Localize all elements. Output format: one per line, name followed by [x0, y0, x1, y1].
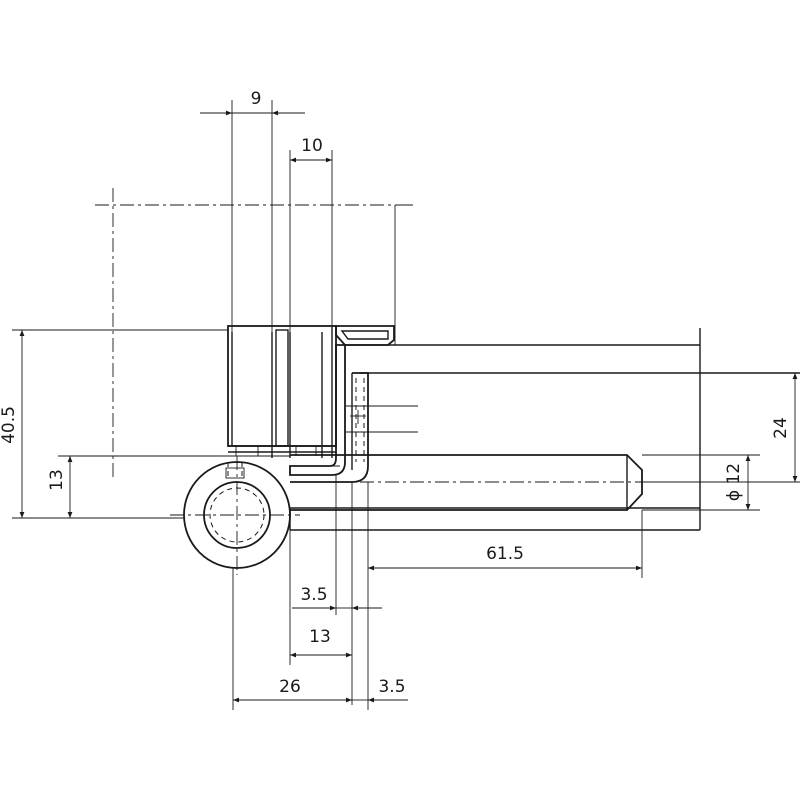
dim-label-24: 24: [771, 417, 791, 439]
dim-label-13-left: 13: [47, 469, 67, 491]
dim-label-3-5-top: 3.5: [300, 585, 327, 605]
dim-40-5: 40.5: [0, 329, 228, 519]
dim-label-12: ϕ 12: [724, 463, 744, 501]
dim-label-61-5: 61.5: [486, 544, 524, 564]
dim-label-26: 26: [279, 677, 301, 697]
dim-label-3-5-bottom: 3.5: [378, 677, 405, 697]
dim-24: 24: [642, 373, 800, 483]
dim-9: 9: [200, 89, 305, 332]
dim-label-10: 10: [301, 136, 323, 156]
dim-3-5-bottom: 3.5: [352, 590, 408, 710]
hinge-body: [227, 325, 337, 458]
dim-label-40-5: 40.5: [0, 406, 19, 444]
dim-label-9: 9: [251, 89, 262, 109]
dim-13-left: 13: [47, 455, 290, 518]
dim-10: 10: [289, 136, 333, 332]
frame-lines: [289, 328, 800, 531]
dim-label-13-bottom: 13: [309, 627, 331, 647]
dim-12: ϕ 12: [642, 454, 760, 511]
dim-3-5-top: 3.5: [292, 475, 382, 705]
knuckle: [170, 456, 300, 575]
frame-profile: [289, 325, 418, 483]
dim-13-bottom: 13: [289, 530, 352, 665]
door-outline: [95, 188, 413, 480]
dim-26: 26: [232, 568, 352, 710]
dim-61-5: 61.5: [367, 482, 643, 590]
